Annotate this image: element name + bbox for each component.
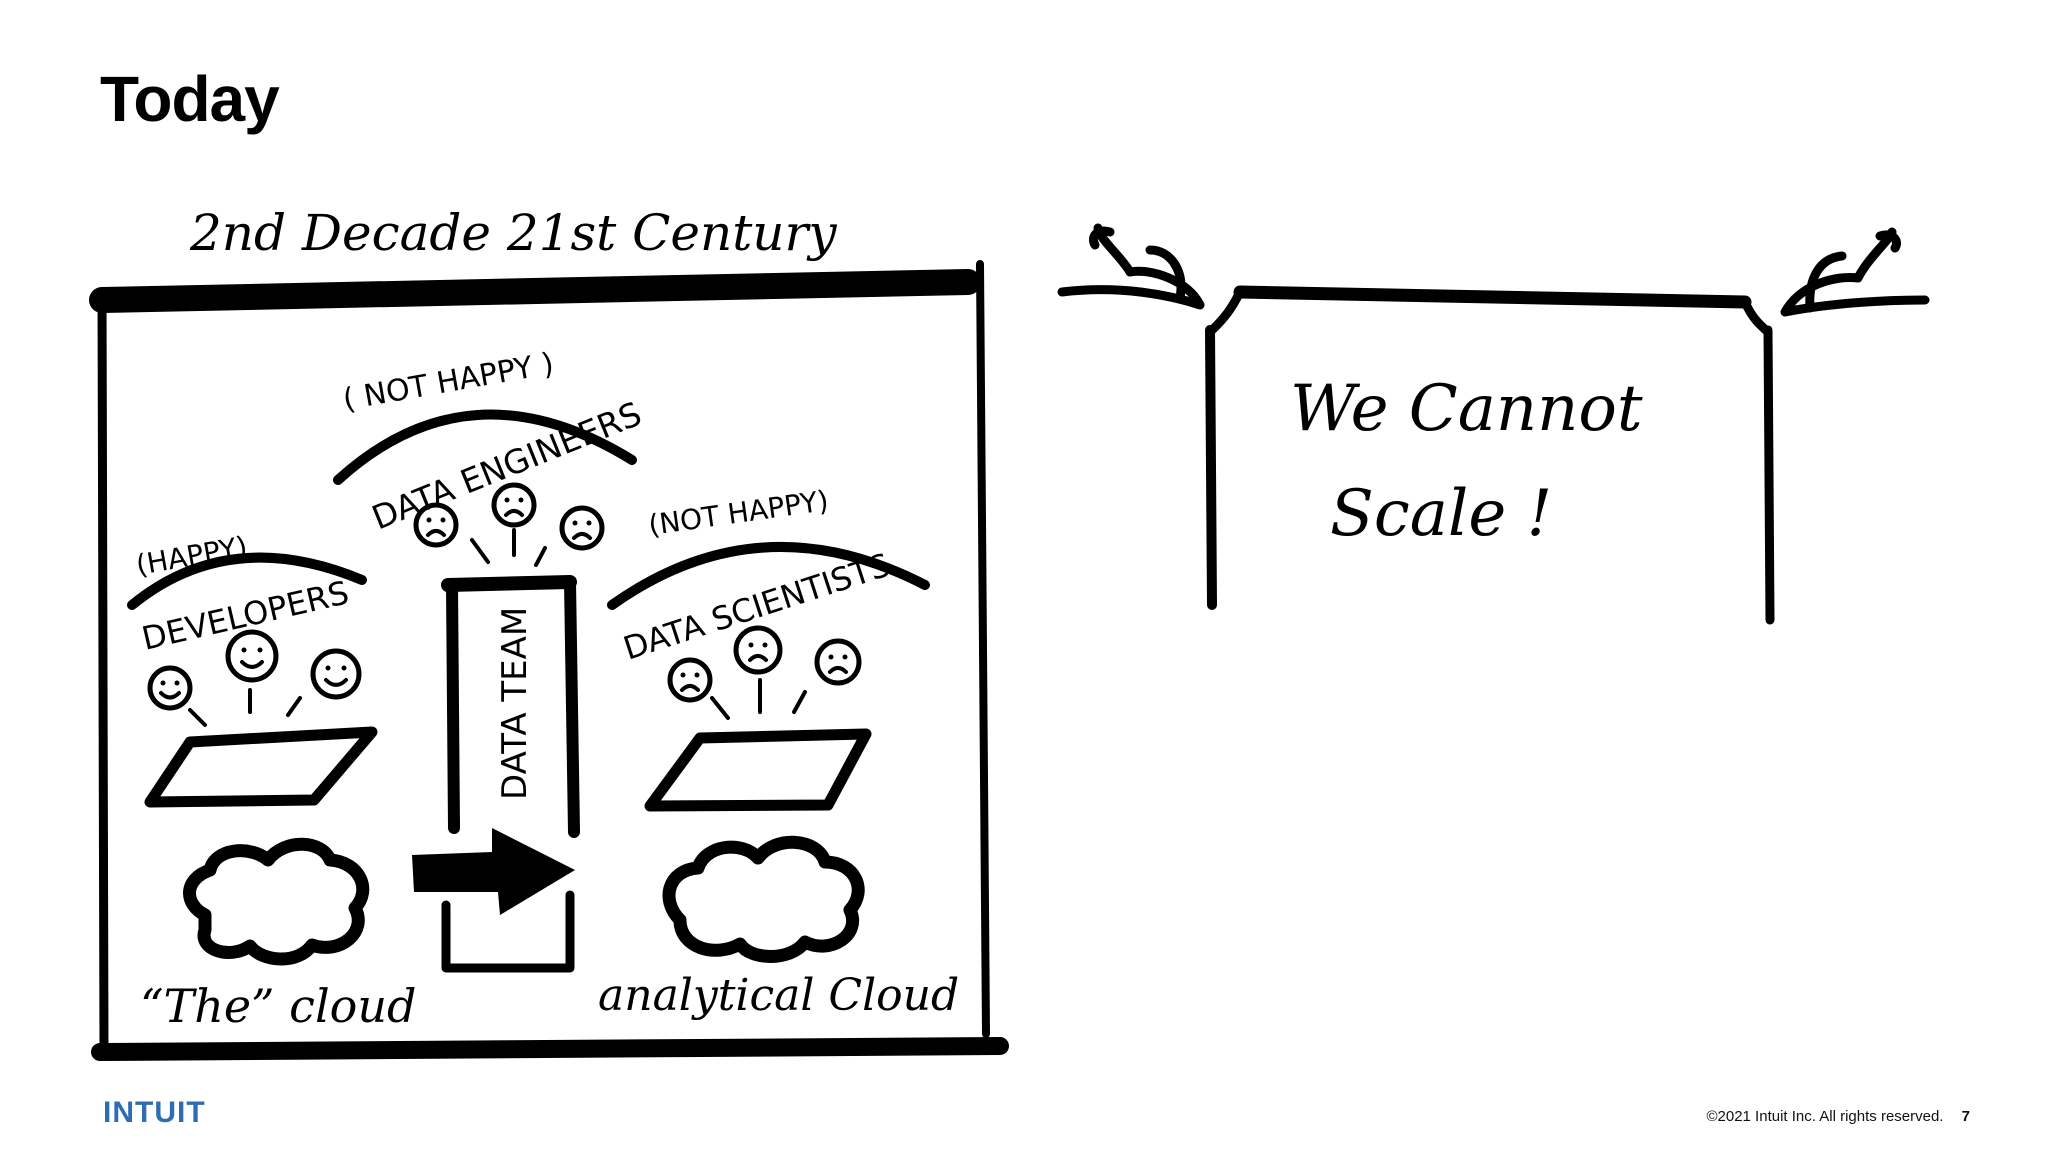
data-team-lower-box: [441, 890, 575, 973]
arrow-right-icon: [412, 828, 575, 915]
developers-arc: [127, 552, 367, 610]
data-scientists-mood: (NOT HAPPY): [646, 484, 830, 542]
analytical-cloud-label: analytical Cloud: [598, 970, 959, 1021]
scroll-ornament-right-icon: [1780, 227, 1930, 317]
sketch-frame: [89, 260, 1009, 1061]
happy-face-icon: [310, 648, 362, 700]
data-engineers-mood: ( NOT HAPPY ): [340, 346, 556, 418]
data-scientists-arc: [607, 542, 930, 610]
sign-frame: [1205, 285, 1775, 625]
the-cloud-label: “The” cloud: [140, 979, 416, 1033]
sad-face-icon: [491, 482, 537, 528]
scroll-ornament-left-icon: [1057, 223, 1205, 310]
sad-face-icon: [559, 505, 605, 551]
sketch-caption: 2nd Decade 21st Century: [189, 204, 837, 262]
sad-face-icon: [814, 638, 862, 686]
page-number: 7: [1961, 1108, 1970, 1125]
intuit-logo: INTUIT: [103, 1096, 206, 1129]
sign-line-2: Scale !: [1330, 477, 1552, 551]
footer-copyright: ©2021 Intuit Inc. All rights reserved.: [1706, 1108, 1944, 1125]
analytical-cloud-icon: [662, 835, 865, 963]
slide-title: Today: [100, 63, 280, 135]
slide-footer: ©2021 Intuit Inc. All rights reserved. 7: [1706, 1108, 1970, 1125]
happy-face-icon: [225, 629, 279, 683]
sad-face-icon: [667, 657, 713, 703]
data-engineers-arc: [333, 409, 637, 485]
data-scientists-faces: [667, 625, 862, 720]
sad-face-icon: [413, 502, 459, 548]
data-team-box: [441, 575, 580, 838]
developers-label: DEVELOPERS: [138, 573, 352, 657]
data-team-label: DATA TEAM: [495, 607, 535, 800]
sad-face-icon: [733, 625, 783, 675]
sign-line-1: We Cannot: [1290, 372, 1643, 446]
the-cloud-icon: [183, 837, 370, 966]
data-engineers-faces: [413, 482, 605, 567]
developers-faces: [147, 629, 362, 727]
developers-laptop-icon: [144, 726, 378, 808]
happy-face-icon: [147, 665, 193, 711]
data-scientists-laptop-icon: [644, 728, 872, 812]
